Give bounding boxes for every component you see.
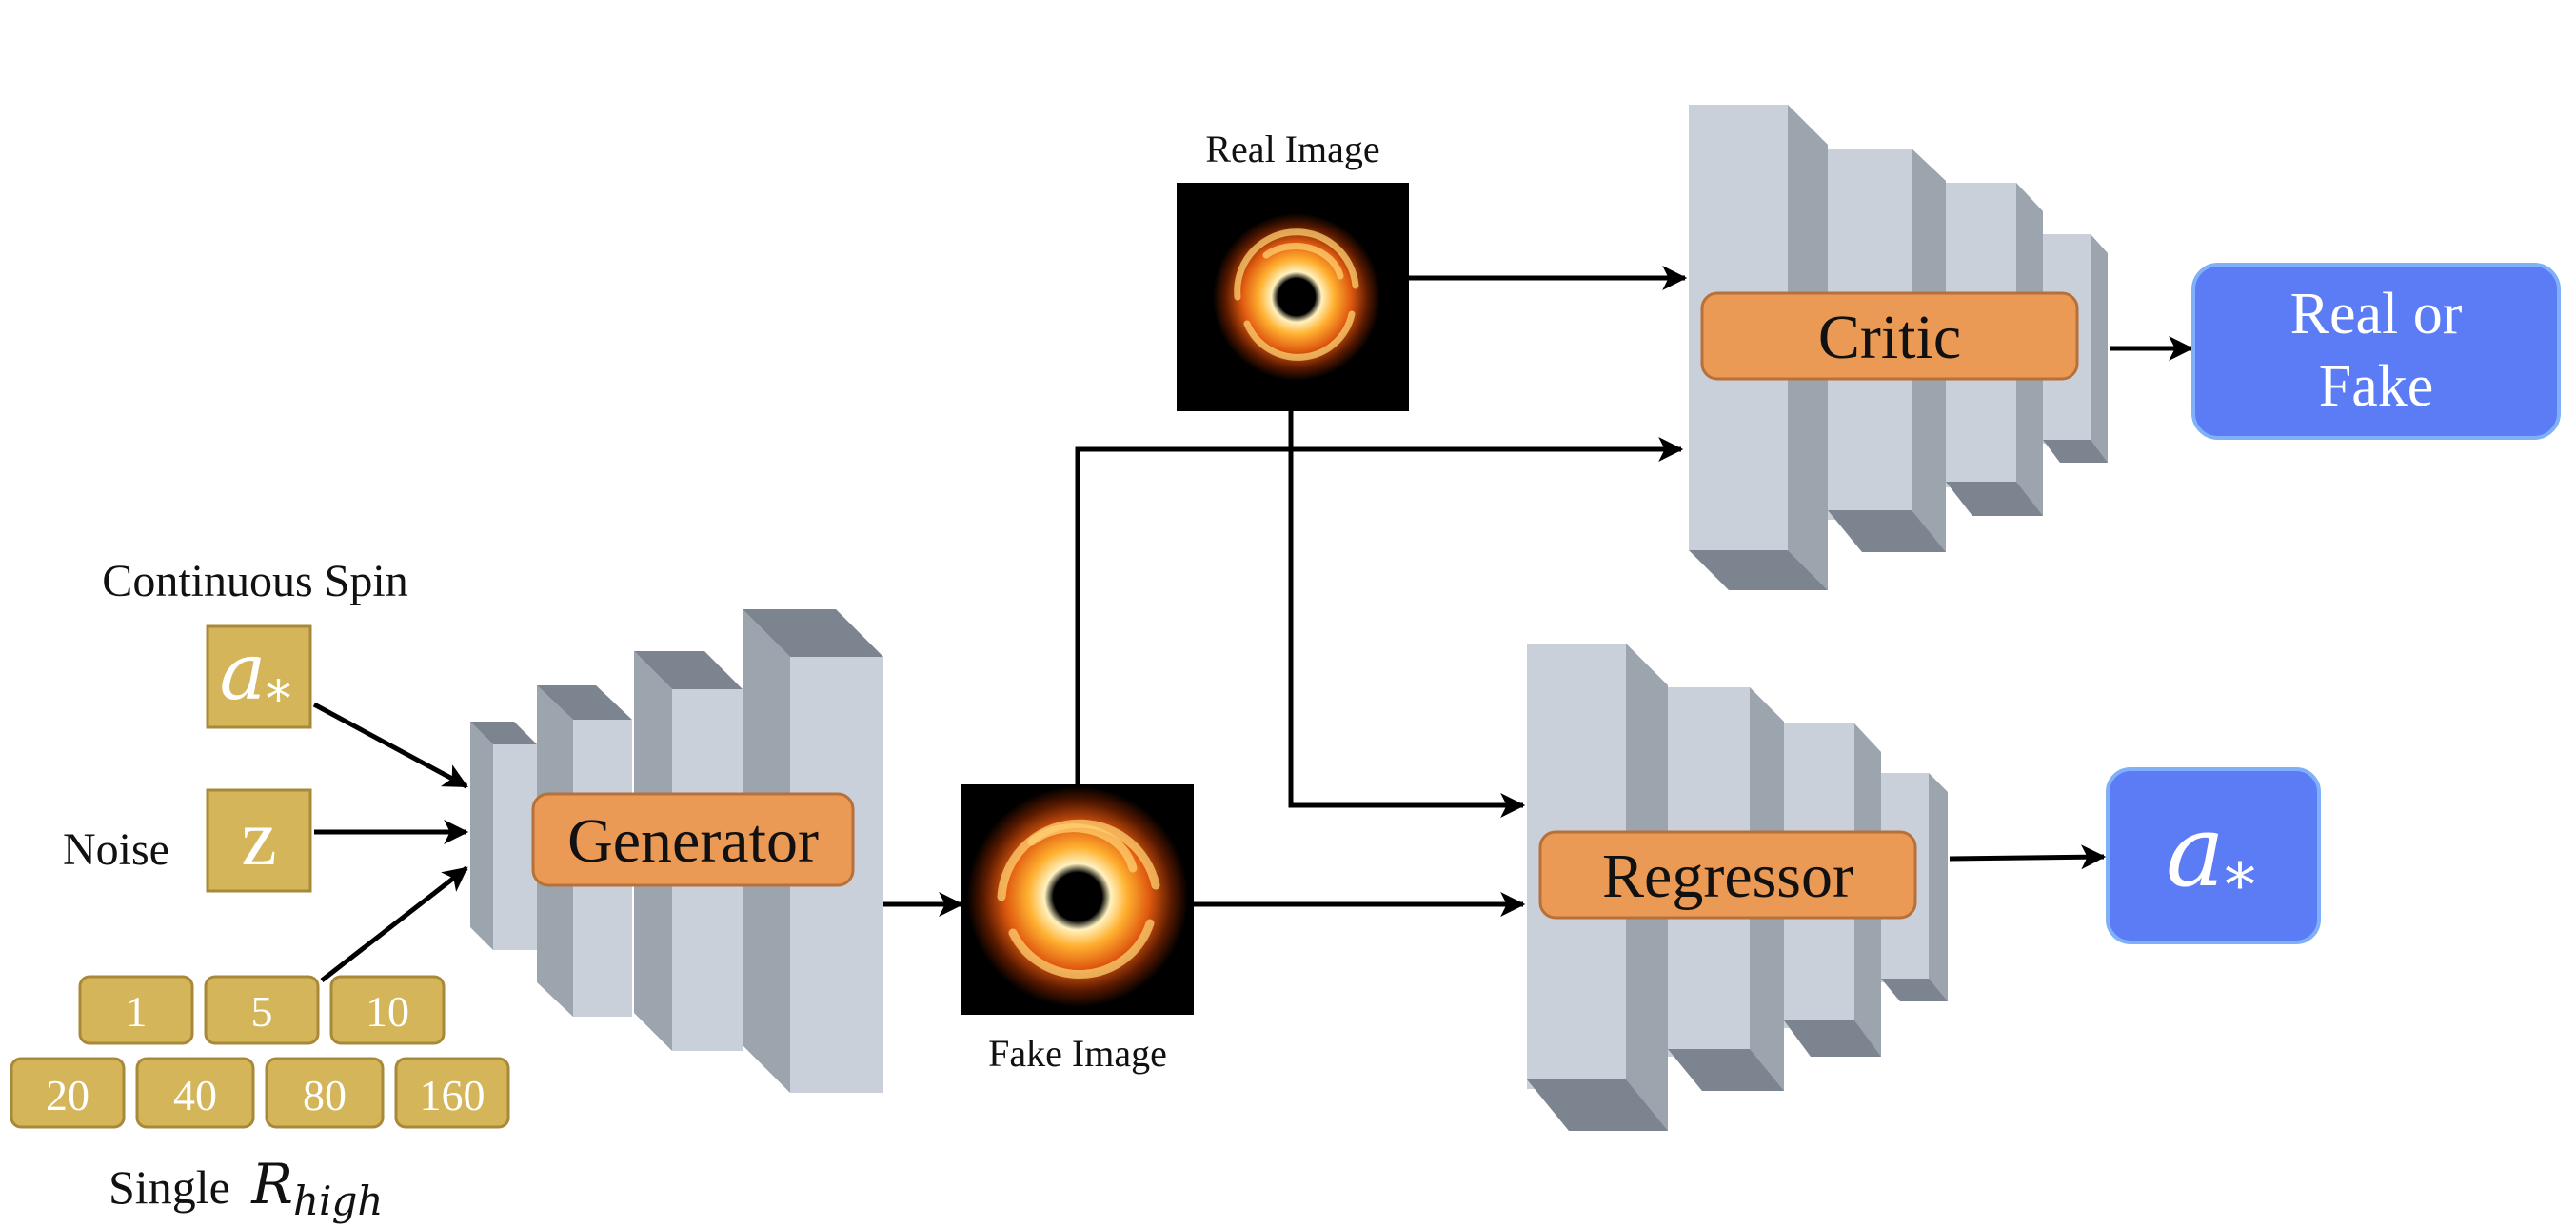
single-r-high-label: Single Rhigh [109, 1152, 383, 1224]
generator-label-box: Generator [531, 792, 855, 887]
continuous-spin-label: Continuous Spin [102, 556, 407, 606]
spin-output: a* [2106, 767, 2321, 944]
arrow-fake-to-critic [1075, 437, 1684, 784]
arrow-rhigh-to-generator [320, 866, 468, 982]
r-high-chip: 1 [78, 975, 194, 1045]
real-or-fake-line1: Real or [2290, 282, 2463, 347]
spin-input-symbol: a* [220, 627, 291, 728]
svg-text:80: 80 [303, 1071, 347, 1119]
fake-image-panel: Fake Image [961, 784, 1194, 1075]
svg-text:10: 10 [366, 987, 409, 1036]
noise-label: Noise [63, 824, 169, 875]
real-image-label: Real Image [1205, 128, 1379, 170]
arrow-spin-to-generator [312, 702, 468, 789]
black-hole-icon [1213, 213, 1380, 381]
svg-text:1: 1 [126, 987, 148, 1036]
spin-input-box: a* [206, 624, 312, 729]
arrow-real-to-regressor [1288, 411, 1526, 818]
r-high-chip: 40 [135, 1057, 255, 1129]
svg-text:5: 5 [251, 987, 273, 1036]
generator-layer-1 [470, 722, 537, 950]
noise-input-box: z [206, 788, 312, 893]
svg-text:160: 160 [420, 1071, 485, 1119]
r-high-chip: 160 [394, 1057, 510, 1129]
r-high-values: 1 5 10 20 40 80 160 [10, 975, 510, 1129]
black-hole-icon [967, 786, 1188, 1007]
critic-label: Critic [1818, 303, 1961, 372]
regressor-label-box: Regressor [1538, 830, 1917, 920]
svg-text:20: 20 [46, 1071, 89, 1119]
real-or-fake-line2: Fake [2319, 354, 2434, 419]
r-high-chip: 80 [265, 1057, 385, 1129]
connections [312, 266, 2194, 982]
fake-image-label: Fake Image [988, 1032, 1167, 1075]
r-high-chip: 10 [329, 975, 446, 1045]
regressor-label: Regressor [1602, 842, 1853, 911]
generator-label: Generator [567, 806, 819, 876]
real-image-panel: Real Image [1177, 128, 1409, 411]
r-high-chip: 5 [204, 975, 320, 1045]
real-or-fake-output: Real or Fake [2191, 263, 2561, 440]
arrow-regressor-to-output [1949, 844, 2107, 870]
svg-text:40: 40 [173, 1071, 217, 1119]
noise-input-symbol: z [241, 794, 276, 882]
critic-label-box: Critic [1700, 291, 2079, 381]
spin-output-symbol: a* [2166, 793, 2255, 921]
r-high-chip: 20 [10, 1057, 126, 1129]
